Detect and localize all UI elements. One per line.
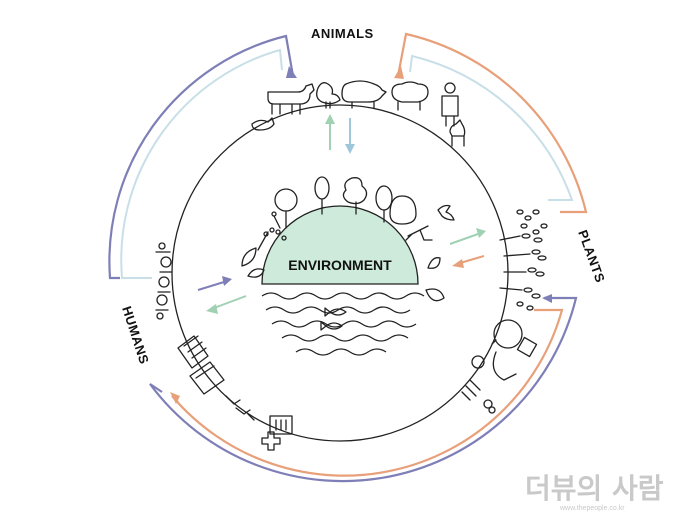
orange-bracket-top-right [396,32,588,214]
environment-label: ENVIRONMENT [288,257,392,273]
farmer-icon [441,82,459,127]
street-icon [225,395,255,421]
lab-group [461,319,538,414]
hospital-icon [261,415,293,451]
environment-dome [261,205,419,285]
building-icon [177,335,225,395]
dome-trees [241,176,445,302]
watermark: 더뷰의 사람 www.thepeople.co.kr [525,472,664,512]
sheep-icon [391,81,429,111]
label-animals: ANIMALS [311,26,374,41]
person-icon [155,242,173,320]
chicken-icon [316,82,341,109]
svg-text:더뷰의 사람: 더뷰의 사람 [525,472,664,505]
main-circle [171,104,509,442]
orange-arrowhead [394,66,404,79]
cow-icon [267,83,315,115]
cat-icon [251,117,275,131]
purple-bracket-top-left [108,34,295,280]
microscope-icon [491,319,538,381]
goat-icon [449,119,466,147]
bird-icon [405,204,455,241]
lightblue-bracket-top-left [120,48,283,279]
pig-icon [341,80,387,109]
orange-arrowhead-bottom [170,392,180,404]
label-humans: HUMANS [119,304,152,366]
purple-bracket-bottom [149,296,578,483]
animals-group [251,80,466,147]
water-waves [261,292,425,356]
purple-arrowhead [286,66,297,78]
orange-bracket-bottom [171,308,564,477]
plants-group [499,209,548,311]
center-arrows [197,114,486,314]
label-plants: PLANTS [575,228,608,285]
fish-icon [320,307,347,331]
lightblue-bracket-top-right [409,54,574,201]
humans-group [155,242,293,451]
svg-text:www.thepeople.co.kr: www.thepeople.co.kr [559,505,625,512]
purple-arrowhead-right [542,294,552,303]
seed-icon [499,209,548,311]
lab-equipment-icon [461,355,496,414]
